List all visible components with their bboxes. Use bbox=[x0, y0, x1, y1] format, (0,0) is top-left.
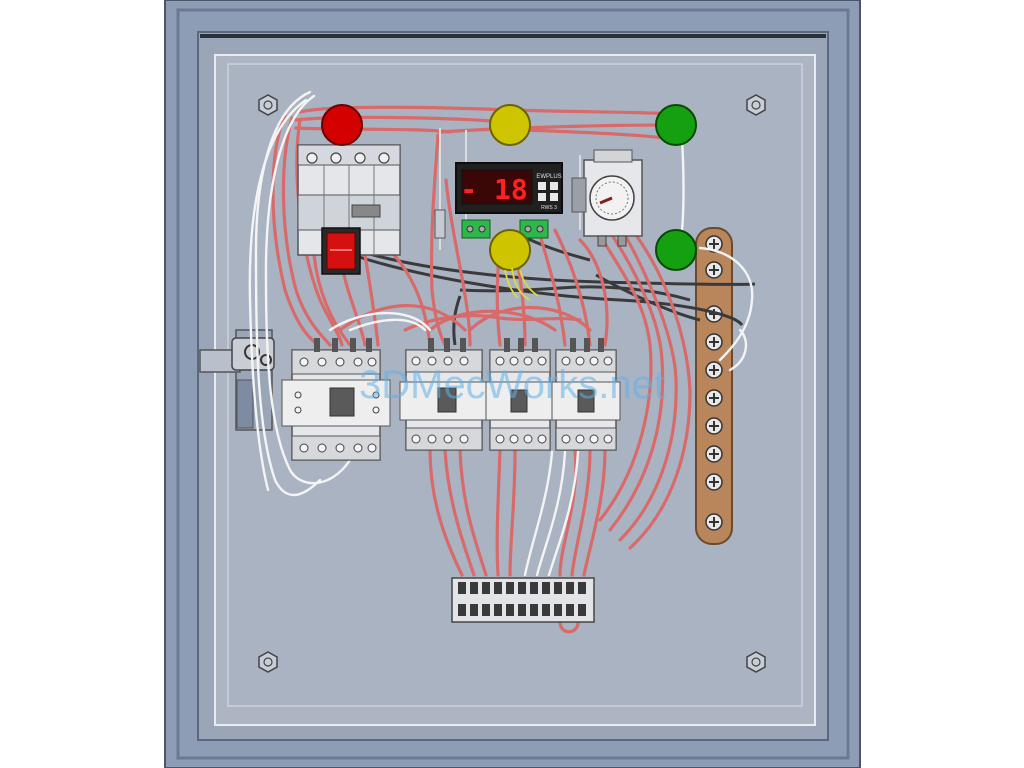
terminal-screw-icon bbox=[518, 604, 526, 616]
contactor-icon[interactable] bbox=[399, 338, 489, 451]
mounting-bolt-icon bbox=[258, 94, 278, 116]
terminal-screw-icon bbox=[470, 582, 478, 594]
terminal-screw-icon bbox=[458, 604, 466, 616]
controller-button-icon[interactable] bbox=[538, 193, 546, 201]
ground-bus-bar-icon bbox=[695, 227, 733, 545]
terminal-screw-icon bbox=[494, 582, 502, 594]
yellow-wiring bbox=[504, 267, 539, 301]
breaker-toggle[interactable] bbox=[351, 204, 381, 218]
contactor-icon[interactable] bbox=[551, 338, 621, 451]
terminal-screw-icon bbox=[494, 604, 502, 616]
mounting-bolt-icon bbox=[258, 651, 278, 673]
timer-dial-pointer[interactable] bbox=[599, 196, 613, 205]
controller-display: - 18 bbox=[460, 173, 527, 206]
timer-relay-icon[interactable] bbox=[571, 149, 643, 247]
terminal-screw-icon bbox=[530, 582, 538, 594]
green-pilot-lamp-icon bbox=[655, 229, 697, 271]
sensor-probe-icon bbox=[434, 209, 446, 239]
terminal-screw-icon bbox=[566, 582, 574, 594]
green-pilot-lamp-icon bbox=[655, 104, 697, 146]
terminal-screw-icon bbox=[554, 604, 562, 616]
terminal-screw-icon bbox=[518, 582, 526, 594]
terminal-screw-icon bbox=[470, 604, 478, 616]
controller-button-icon[interactable] bbox=[550, 193, 558, 201]
terminal-screw-icon bbox=[482, 604, 490, 616]
terminal-screw-icon bbox=[506, 582, 514, 594]
red-pilot-lamp-icon bbox=[321, 104, 363, 146]
terminal-block-icon bbox=[451, 577, 595, 623]
mounting-bolt-icon bbox=[746, 94, 766, 116]
door-latch-icon[interactable] bbox=[199, 329, 275, 431]
controller-brand: EWPLUS bbox=[536, 174, 561, 180]
mounting-bolt-icon bbox=[746, 651, 766, 673]
terminal-screw-icon bbox=[554, 582, 562, 594]
watermark-text: 3DMecWorks.net bbox=[359, 363, 665, 407]
yellow-pilot-lamp-icon bbox=[489, 104, 531, 146]
temperature-controller-icon[interactable]: - 18 EWPLUS RWS 3 bbox=[455, 162, 563, 239]
controller-model: RWS 3 bbox=[541, 205, 557, 211]
contactor-icon[interactable] bbox=[485, 338, 555, 451]
yellow-pilot-lamp-icon bbox=[489, 229, 531, 271]
terminal-screw-icon bbox=[482, 582, 490, 594]
terminal-screw-icon bbox=[530, 604, 538, 616]
controller-button-icon[interactable] bbox=[550, 182, 558, 190]
controller-button-icon[interactable] bbox=[538, 182, 546, 190]
rocker-switch-icon[interactable] bbox=[321, 227, 361, 275]
terminal-screw-icon bbox=[542, 604, 550, 616]
white-wiring bbox=[248, 90, 754, 577]
contactor-icon[interactable] bbox=[281, 338, 391, 461]
terminal-screw-icon bbox=[506, 604, 514, 616]
terminal-screw-icon bbox=[542, 582, 550, 594]
terminal-screw-icon bbox=[578, 604, 586, 616]
terminal-screw-icon bbox=[566, 604, 574, 616]
terminal-screw-icon bbox=[458, 582, 466, 594]
terminal-screw-icon bbox=[578, 582, 586, 594]
